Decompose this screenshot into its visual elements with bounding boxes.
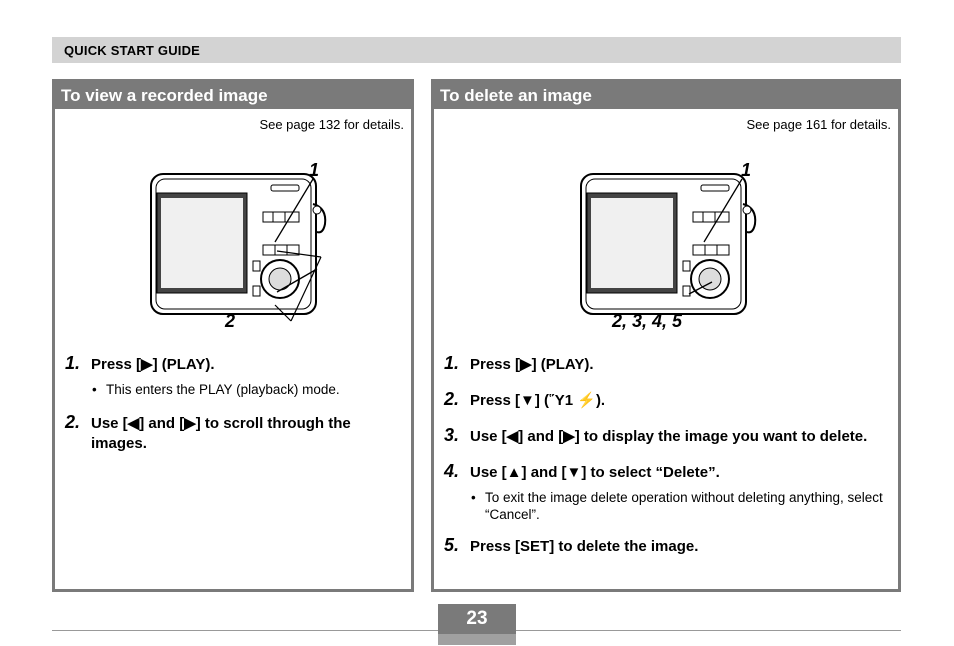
step-bullet: • To exit the image delete operation wit… — [471, 490, 883, 522]
step-text: Use [◀] and [▶] to scroll through the im… — [91, 415, 351, 452]
step-text: Use [▲] and [▼] to select “Delete”. — [470, 464, 720, 481]
camera-back-illustration — [150, 173, 327, 322]
see-page-note-view: See page 132 for details. — [259, 117, 404, 132]
section-header: QUICK START GUIDE — [52, 37, 901, 63]
step-text: Press [SET] to delete the image. — [470, 538, 699, 555]
step-text: Press [▶] (PLAY). — [470, 356, 594, 373]
step-item: 5. Press [SET] to delete the image. — [444, 535, 888, 557]
section-header-title: QUICK START GUIDE — [64, 43, 201, 58]
bullet-text: This enters the PLAY (playback) mode. — [106, 382, 340, 397]
callout-lines-delete — [688, 178, 743, 295]
step-text: Use [◀] and [▶] to display the image you… — [470, 428, 868, 445]
page-number-tab: 23 — [438, 604, 516, 645]
panel-title-view: To view a recorded image — [52, 79, 414, 109]
step-number: 1. — [65, 353, 81, 373]
step-bullet: • This enters the PLAY (playback) mode. — [92, 382, 340, 397]
panel-delete-image: To delete an image See page 161 for deta… — [431, 79, 901, 592]
step-number: 4. — [444, 461, 460, 481]
panel-title-delete: To delete an image — [431, 79, 901, 109]
page-number: 23 — [466, 608, 488, 629]
steps-delete: 1. Press [▶] (PLAY). 2. Press [▼] (Ὕ1 ⚡)… — [444, 353, 888, 557]
callout-2345-delete: 2, 3, 4, 5 — [612, 311, 683, 331]
bullet-text: To exit the image delete operation witho… — [485, 490, 883, 522]
step-number: 2. — [65, 412, 81, 432]
callout-1-delete: 1 — [741, 160, 752, 180]
step-item: 1. Press [▶] (PLAY). — [65, 353, 401, 375]
step-item: 2. Press [▼] (Ὕ1 ⚡). — [444, 389, 888, 411]
see-page-note-delete: See page 161 for details. — [746, 117, 891, 132]
step-text: Press [▶] (PLAY). — [91, 356, 215, 373]
step-item: 3. Use [◀] and [▶] to display the image … — [444, 425, 888, 447]
steps-view: 1. Press [▶] (PLAY). • This enters the P… — [65, 353, 401, 454]
callout-1-view: 1 — [309, 160, 320, 180]
step-item: 4. Use [▲] and [▼] to select “Delete”. — [444, 461, 888, 483]
step-item: 1. Press [▶] (PLAY). — [444, 353, 888, 375]
step-number: 2. — [444, 389, 460, 409]
step-number: 5. — [444, 535, 460, 555]
step-item: 2. Use [◀] and [▶] to scroll through the… — [65, 412, 401, 454]
callout-2-view: 2 — [225, 311, 236, 331]
panel-view-image: To view a recorded image See page 132 fo… — [52, 79, 414, 592]
step-number: 3. — [444, 425, 460, 445]
camera-back-illustration — [580, 173, 757, 315]
step-text: Press [▼] (Ὕ1 ⚡). — [470, 392, 606, 409]
step-number: 1. — [444, 353, 460, 373]
callout-lines-view — [274, 178, 318, 293]
